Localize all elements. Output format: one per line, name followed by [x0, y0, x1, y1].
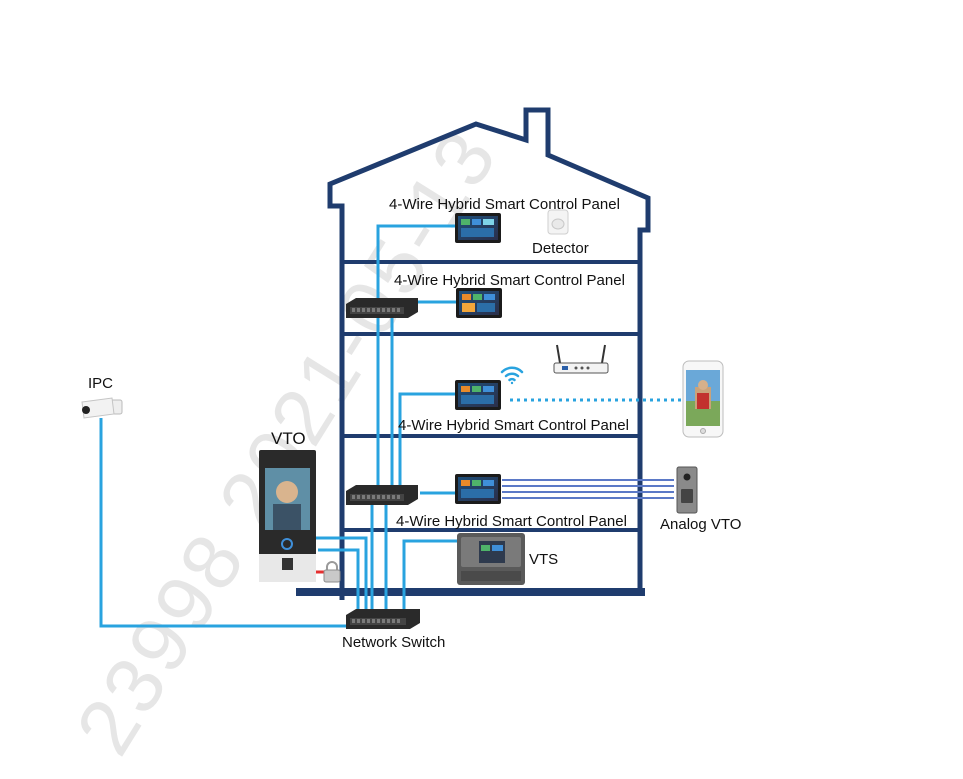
building-outline	[327, 107, 651, 600]
vts-monitor-icon	[457, 533, 525, 585]
control-panel-3	[455, 380, 501, 410]
network-switch-icon	[346, 609, 420, 629]
poe-switch-upper	[346, 298, 418, 318]
analog-vto-icon	[676, 466, 698, 514]
label-panel-floor-2: 4-Wire Hybrid Smart Control Panel	[398, 417, 629, 434]
label-analog-vto: Analog VTO	[660, 516, 742, 533]
control-panel-1	[455, 213, 501, 243]
network-cables	[99, 224, 458, 628]
label-detector: Detector	[532, 240, 589, 257]
label-vts: VTS	[529, 551, 559, 568]
label-network-switch: Network Switch	[342, 634, 446, 651]
label-panel-floor-3: 4-Wire Hybrid Smart Control Panel	[394, 272, 625, 289]
router-icon	[553, 344, 609, 374]
vto-door-station-icon	[259, 450, 316, 582]
control-panel-2	[456, 288, 502, 318]
lock-icon	[323, 561, 341, 583]
smartphone-icon	[682, 360, 724, 438]
analog-wires	[502, 479, 674, 499]
label-vto: VTO	[271, 429, 306, 448]
ipc-camera-icon	[81, 397, 123, 419]
wifi-icon	[500, 366, 524, 385]
label-panel-floor-4: 4-Wire Hybrid Smart Control Panel	[389, 196, 620, 213]
detector-icon	[547, 209, 569, 235]
label-ipc: IPC	[88, 375, 114, 392]
poe-switch-middle	[346, 485, 418, 505]
label-panel-floor-1: 4-Wire Hybrid Smart Control Panel	[396, 513, 627, 530]
control-panel-4	[455, 474, 501, 504]
